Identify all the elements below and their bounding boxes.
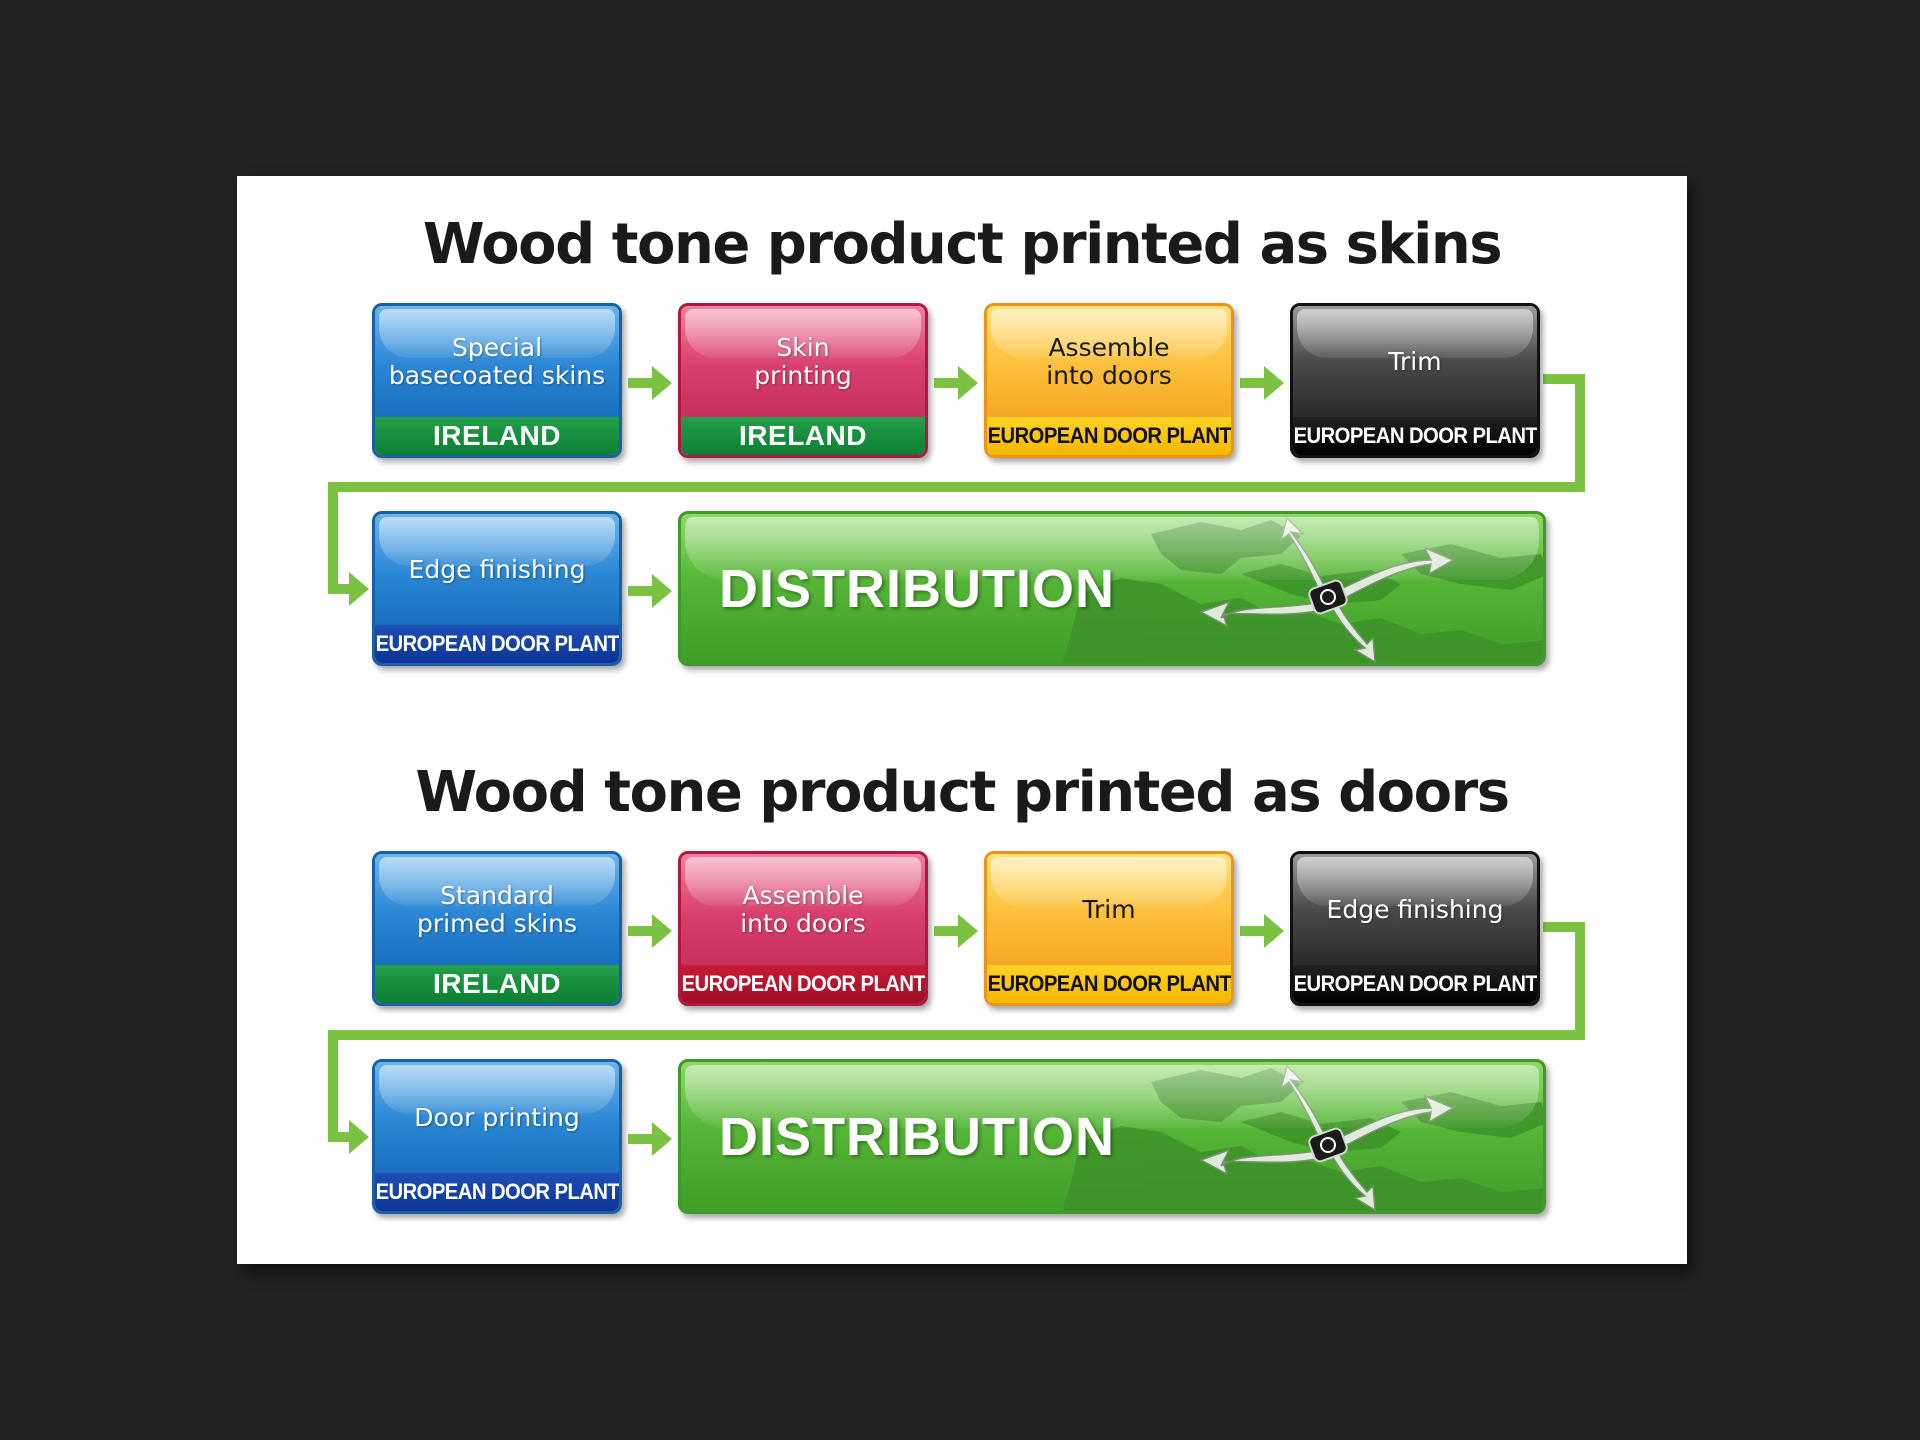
step-label: Assemble into doors bbox=[740, 880, 866, 938]
step-label: Trim bbox=[1388, 346, 1442, 376]
step-label: Assemble into doors bbox=[1046, 332, 1172, 390]
step-label: Trim bbox=[1082, 894, 1136, 924]
distribution-label: DISTRIBUTION bbox=[719, 1107, 1115, 1167]
step-edge-finishing: Edge finishing EUROPEAN DOOR PLANT bbox=[1290, 851, 1540, 1006]
step-location: EUROPEAN DOOR PLANT bbox=[375, 1179, 619, 1204]
step-label: Special basecoated skins bbox=[388, 332, 606, 390]
step-label: Standard primed skins bbox=[417, 880, 577, 938]
step-skin-printing: Skin printing IRELAND bbox=[678, 303, 928, 458]
step-standard-primed-skins: Standard primed skins IRELAND bbox=[372, 851, 622, 1006]
step-location: EUROPEAN DOOR PLANT bbox=[987, 971, 1231, 996]
distribution-panel: DISTRIBUTION bbox=[678, 1059, 1546, 1214]
step-location: IRELAND bbox=[433, 968, 561, 999]
section-title: Wood tone product printed as skins bbox=[422, 212, 1503, 277]
step-trim: Trim EUROPEAN DOOR PLANT bbox=[1290, 303, 1540, 458]
step-assemble-into-doors: Assemble into doors EUROPEAN DOOR PLANT bbox=[678, 851, 928, 1006]
diagram-sheet: Wood tone product printed as skins Speci… bbox=[237, 176, 1687, 1264]
step-trim: Trim EUROPEAN DOOR PLANT bbox=[984, 851, 1234, 1006]
step-location: EUROPEAN DOOR PLANT bbox=[1293, 971, 1537, 996]
step-location: EUROPEAN DOOR PLANT bbox=[987, 423, 1231, 448]
step-label: Skin printing bbox=[754, 332, 852, 390]
step-special-basecoated-skins: Special basecoated skins IRELAND bbox=[372, 303, 622, 458]
section-title: Wood tone product printed as doors bbox=[415, 760, 1510, 825]
step-label: Edge finishing bbox=[408, 554, 586, 584]
step-location: IRELAND bbox=[433, 420, 561, 451]
step-location: EUROPEAN DOOR PLANT bbox=[375, 631, 619, 656]
step-assemble-into-doors: Assemble into doors EUROPEAN DOOR PLANT bbox=[984, 303, 1234, 458]
logo-icon bbox=[1308, 1127, 1348, 1163]
step-door-printing: Door printing EUROPEAN DOOR PLANT bbox=[372, 1059, 622, 1214]
step-location: EUROPEAN DOOR PLANT bbox=[1293, 423, 1537, 448]
distribution-panel: DISTRIBUTION bbox=[678, 511, 1546, 666]
step-edge-finishing: Edge finishing EUROPEAN DOOR PLANT bbox=[372, 511, 622, 666]
distribution-label: DISTRIBUTION bbox=[719, 559, 1115, 619]
step-label: Door printing bbox=[414, 1102, 580, 1132]
step-location: IRELAND bbox=[739, 420, 867, 451]
logo-icon bbox=[1308, 579, 1348, 615]
step-location: EUROPEAN DOOR PLANT bbox=[681, 971, 925, 996]
step-label: Edge finishing bbox=[1326, 894, 1504, 924]
